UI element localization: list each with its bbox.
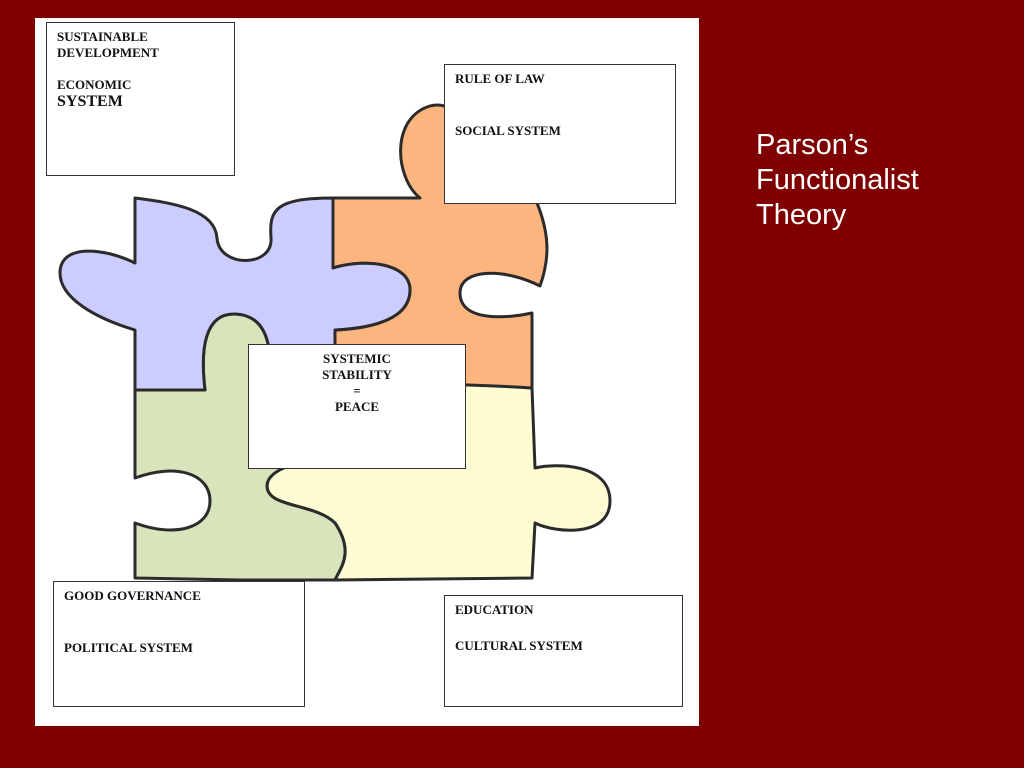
political-box-line-1: GOOD GOVERNANCE: [64, 588, 201, 603]
cultural-system-box: EDUCATION CULTURAL SYSTEM: [444, 595, 683, 707]
political-box-line-2: POLITICAL SYSTEM: [64, 640, 193, 655]
slide-title-line-3: Theory: [756, 199, 847, 231]
economic-system-box: SUSTAINABLE DEVELOPMENT ECONOMIC SYSTEM: [46, 22, 235, 176]
economic-box-line-1: SUSTAINABLE: [57, 29, 148, 44]
systemic-stability-box: SYSTEMIC STABILITY = PEACE: [248, 344, 466, 469]
economic-box-line-4: SYSTEM: [57, 93, 123, 110]
slide-title: Parson’s Functionalist Theory: [756, 128, 919, 233]
cultural-box-line-1: EDUCATION: [455, 602, 534, 617]
center-box-line-4: PEACE: [334, 399, 380, 414]
slide-title-line-2: Functionalist: [756, 164, 919, 196]
center-box-line-1: SYSTEMIC: [323, 351, 391, 366]
center-box-line-2: STABILITY: [322, 367, 392, 382]
economic-box-line-2: DEVELOPMENT: [57, 45, 159, 60]
political-system-box: GOOD GOVERNANCE POLITICAL SYSTEM: [53, 581, 305, 707]
slide-title-line-1: Parson’s: [756, 129, 869, 161]
diagram-panel: SUSTAINABLE DEVELOPMENT ECONOMIC SYSTEM …: [35, 18, 699, 726]
center-box-line-3: =: [353, 383, 361, 398]
social-box-line-2: SOCIAL SYSTEM: [455, 123, 561, 138]
economic-box-line-3: ECONOMIC: [57, 77, 132, 92]
cultural-box-line-2: CULTURAL SYSTEM: [455, 638, 583, 653]
social-system-box: RULE OF LAW SOCIAL SYSTEM: [444, 64, 676, 204]
social-box-line-1: RULE OF LAW: [455, 71, 545, 86]
puzzle-piece-blue: [58, 196, 412, 392]
